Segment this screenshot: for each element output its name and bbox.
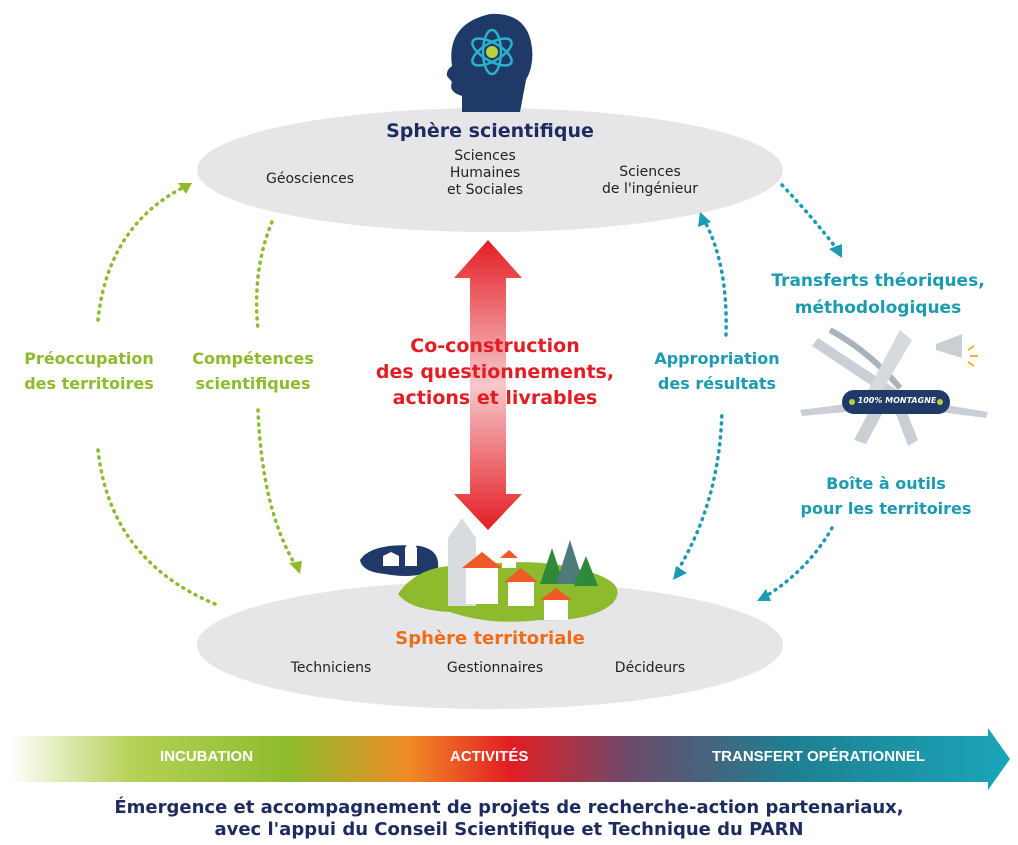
multitool-knife-icon <box>800 327 988 446</box>
bar-label-activites: ACTIVITÉS <box>450 748 529 765</box>
brain-atom-icon <box>446 13 533 112</box>
territorial-title: Sphère territoriale <box>395 628 585 649</box>
transfer-arrow <box>764 183 838 598</box>
village-icon <box>360 518 618 622</box>
preoccupation-arrow <box>96 184 217 606</box>
co-construction-label: Co-construction des questionnements, act… <box>375 335 615 409</box>
transfers-label: Transferts théoriques, méthodologiques <box>771 271 985 318</box>
appropriation-arrowhead <box>698 212 711 227</box>
transfer-arrowhead-bottom <box>757 589 771 601</box>
knife-label: 100% MONTAGNE <box>857 396 937 405</box>
toolbox-label: Boîte à outils pour les territoires <box>800 474 972 518</box>
progress-bar <box>10 728 1010 790</box>
appropriation-arrowhead-bottom <box>673 566 687 580</box>
preoccupation-label: Préoccupation des territoires <box>24 349 154 393</box>
preoccupation-arrowhead <box>178 183 192 194</box>
scientific-sphere <box>197 108 783 232</box>
territorial-item-techniciens: Techniciens <box>290 660 372 676</box>
appropriation-label: Appropriation des résultats <box>654 349 780 393</box>
competences-arrowhead <box>289 561 302 574</box>
co-construction-arrow <box>454 240 522 530</box>
territorial-item-gestionnaires: Gestionnaires <box>446 660 544 676</box>
appropriation-arrow <box>676 220 728 572</box>
bar-label-transfert: TRANSFERT OPÉRATIONNEL <box>712 748 926 765</box>
territorial-item-decideurs: Décideurs <box>614 660 686 676</box>
competences-arrow <box>254 220 298 568</box>
competences-label: Compétences scientifiques <box>192 349 314 393</box>
scientific-item-engineering: Sciences de l'ingénieur <box>602 164 698 197</box>
scientific-title: Sphère scientifique <box>386 120 594 142</box>
scientific-item-geosciences: Géosciences <box>266 171 354 187</box>
scientific-item-shs: Sciences Humaines et Sociales <box>447 148 523 198</box>
transfer-arrowhead-top <box>829 244 842 258</box>
bar-label-incubation: INCUBATION <box>160 748 254 765</box>
footer-caption: Émergence et accompagnement de projets d… <box>114 797 904 840</box>
territorial-sphere <box>197 581 783 709</box>
